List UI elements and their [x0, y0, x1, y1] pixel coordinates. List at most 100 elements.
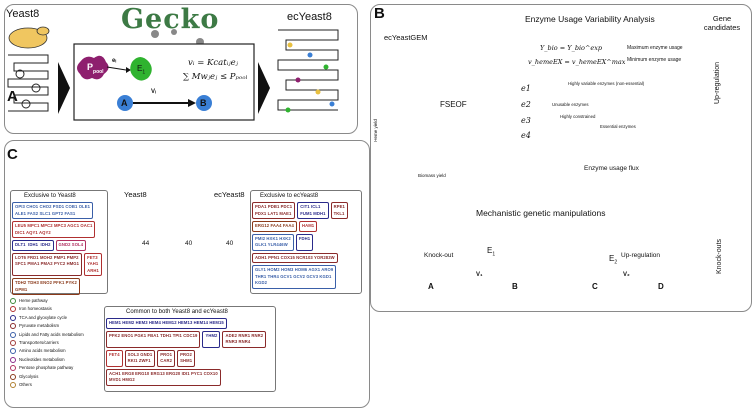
ecyeast8-gene-group: ADH1 PPN1 COX15 NCR103 YOR283W	[252, 252, 338, 263]
ecyeast8-gene-group: CIT1 ICL1 FUM1 MDH1	[297, 202, 329, 219]
yeast8-gene-group: GND2 SOL4	[55, 240, 87, 251]
legend-dot-icon	[10, 314, 16, 321]
ann-essential: Essential enzymes	[600, 124, 636, 129]
legend-dot-icon	[10, 365, 16, 372]
node-b-label-a: B	[200, 98, 207, 108]
yeast8-gene-group: FET3 YAH1 ARH1	[84, 252, 102, 276]
legend-entry: TCA and glyoxylate cycle	[10, 314, 67, 321]
pool-label-a: Ppool	[87, 62, 104, 75]
legend-entry: Lipids and Fatty acids metabolism	[10, 331, 84, 338]
common-gene-group: ADE2 RNR1 RNR2 RNR3 RNR4	[222, 330, 267, 348]
legend-dot-icon	[10, 323, 16, 330]
legend-entry: Heme pathway	[10, 298, 48, 304]
yeast8-title: Yeast8	[6, 8, 40, 20]
fseof-x-axis: Biomass yield	[418, 173, 446, 178]
node-b-a	[196, 95, 212, 111]
legend-dot-icon	[10, 356, 16, 363]
common-gene-group: SOL3 GND1 RKI1 ZWF1	[124, 349, 156, 367]
network-nodes-right	[285, 42, 335, 113]
up-regulation-label: Up-regulation	[714, 61, 721, 104]
node-b-label-b: B	[512, 282, 518, 291]
network-sketch-right	[277, 29, 339, 111]
knockouts-label: Knock-outs	[716, 238, 723, 274]
panel-c-label: C	[7, 146, 18, 163]
ecyeast8-gene-group: FDH1	[295, 233, 314, 251]
legend-entry: Amino acids metabolism	[10, 348, 66, 355]
exclusive-ecyeast8-box	[250, 190, 362, 294]
arrow-a1	[58, 62, 70, 114]
pool-constraint: ∑ Mwⱼeⱼ ≤ Pₚₒₒₗ	[183, 72, 248, 82]
ecyeast8-gene-group: PDA1 PDB1 PDC1 PDX1 LAT1 MAE1	[252, 202, 296, 219]
common-genes: HEM1 HEM2 HEM3 HEM4 HEM12 HEM13 HEM14 HE…	[106, 318, 272, 386]
legend-max-label: Maximum enzyme usage	[627, 45, 683, 51]
ann-constrained: Highly constrained	[560, 114, 596, 119]
exclusive-yeast8-genes: OPI3 CHO1 CHO2 PSD1 COB1 OLE1 ALE1 FAS2 …	[12, 202, 104, 295]
ecyeast8-gene-group: ERG12 FAA4 FAA4	[252, 221, 297, 232]
node-a-a	[117, 95, 133, 111]
ecyeast8-title: ecYeast8	[287, 11, 332, 23]
common-gene-group: HEM1 HEM2 HEM3 HEM4 HEM12 HEM13 HEM14 HE…	[106, 318, 227, 329]
e1-label-b: E1	[487, 246, 496, 258]
euva-title: Enzyme Usage Variability Analysis	[525, 14, 655, 24]
row-e1: e1	[521, 84, 531, 93]
pool-shape-a	[77, 55, 109, 80]
edge-e-label: eᵢ	[112, 58, 117, 64]
candidates-title: Gene candidates	[703, 14, 741, 32]
yeast8-gene-group: DLT1 IDH1 IDH2	[12, 240, 54, 251]
pool-label-b: Ppool	[522, 229, 540, 244]
legend-entry: Others	[10, 382, 32, 388]
yeast8-gene-group: LEU5 MPC1 MPC2 MPC3 AGC1 OAC1 DIC1 AQY1 …	[12, 221, 96, 238]
exclusive-ecyeast8-title: Exclusive to ecYeast8	[260, 193, 319, 199]
network-sketch-left	[7, 54, 49, 112]
e2-label-b: E2	[609, 254, 618, 266]
venn-right-label: ecYeast8	[214, 190, 245, 199]
common-gene-group: PRO2 SHM1	[177, 349, 196, 367]
eq-heme: v_hemeEX = v_hemeEX^max	[528, 58, 626, 66]
common-gene-group: YHM2	[202, 330, 221, 348]
model-title: ecYeastGEM	[384, 33, 428, 42]
common-box	[104, 306, 276, 392]
legend-dot-icon	[10, 331, 16, 338]
panel-b-label: B	[374, 5, 385, 22]
venn-both: 40	[185, 240, 193, 247]
flux-axis-label: Enzyme usage flux	[584, 165, 639, 172]
eq-bio: Y_bio = Y_bio^exp	[540, 44, 603, 52]
arrow-a2	[258, 62, 270, 114]
edge-v-label: Vᵢ	[151, 89, 156, 95]
row-e2: e2	[521, 100, 531, 109]
legend-dot-icon	[10, 348, 16, 355]
ecyeast8-gene-group: HAM1	[298, 221, 318, 232]
fseof-label: FSEOF	[440, 100, 467, 109]
ecyeast8-gene-group: RPE1 TKL1	[330, 202, 348, 219]
legend-min-label: Minimum enzyme usage	[627, 57, 682, 63]
legend-entry: Pyruvate metabolism	[10, 323, 59, 330]
node-c-label-b: C	[592, 282, 598, 291]
venn-only-right: 40	[226, 240, 234, 247]
venn-only-left: 44	[142, 240, 150, 247]
legend-entry: Glycolysis	[10, 373, 38, 380]
fseof-y-axis: Heme yield	[372, 119, 378, 142]
common-gene-group: FET4	[106, 349, 123, 367]
ann-variable: Highly variable enzymes (non-essential)	[568, 81, 645, 86]
node-a-label-a: A	[121, 98, 128, 108]
v1-label: V₁	[476, 272, 483, 278]
yeast8-gene-group: OPI3 CHO1 CHO2 PSD1 COB1 OLE1 ALE1 FAS2 …	[12, 202, 94, 219]
legend-dot-icon	[10, 298, 16, 304]
legend-entry: Pentose phosphate pathway	[10, 365, 73, 372]
exclusive-yeast8-title: Exclusive to Yeast8	[24, 193, 76, 199]
mech-title: Mechanistic genetic manipulations	[476, 208, 606, 218]
legend-entry: Nucleotides metabolism	[10, 356, 65, 363]
node-d-label-b: D	[658, 282, 664, 291]
panel-b	[370, 4, 752, 312]
ecyeast8-gene-group: GLY1 HOM2 HOM3 HOM6 AGX1 ARO9 THR1 THR4 …	[252, 265, 337, 289]
common-gene-group: PRO1 CAR2	[157, 349, 176, 367]
legend-entry: Transporters/carriers	[10, 340, 59, 346]
rate-equation: vᵢ = Kcatᵢⱼeⱼ	[188, 58, 238, 68]
common-title: Common to both Yeast8 and ecYeast8	[126, 309, 228, 315]
legend-dot-icon	[10, 382, 16, 388]
node-a-label-b: A	[428, 282, 434, 291]
upreg-label: Up-regulation	[621, 252, 661, 259]
enzyme-e1-a	[130, 57, 152, 81]
legend-dot-icon	[10, 373, 16, 380]
